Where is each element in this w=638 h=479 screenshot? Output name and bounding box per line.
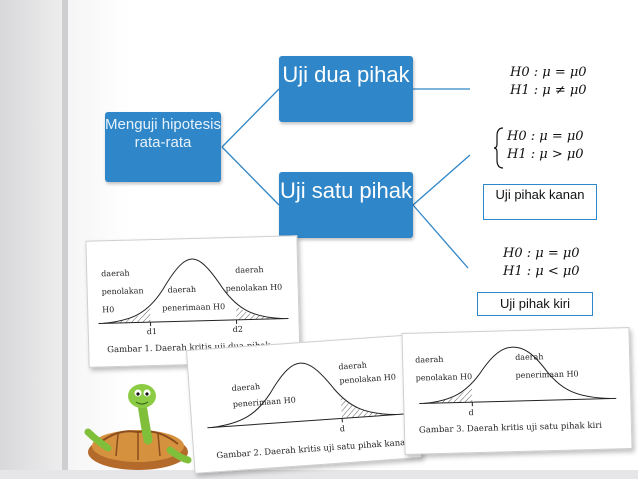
two-sided-label: Uji dua pihak [282, 62, 410, 87]
figure-right-sided-card: daerah penerimaan H0 daerah penolakan H0… [185, 334, 423, 474]
one-sided-box: Uji satu pihak [279, 172, 413, 238]
figure-left-sided-card: daerah penolakan H0 daerah penerimaan H0… [401, 327, 633, 455]
fig3-left-region: daerah [415, 354, 444, 365]
fig1-right-region: daerah [235, 265, 264, 275]
connector-one-to-left [412, 204, 469, 269]
hyp-right-h0: H0 : μ = μ0 [507, 129, 584, 144]
fig3-mid-region-2: penerimaan H0 [515, 369, 579, 381]
slide-left-edge [0, 0, 62, 479]
right-test-label: Uji pihak kanan [483, 184, 597, 220]
fig1-tick-1: d1 [146, 326, 158, 337]
fig1-mid-region-2: penerimaan H0 [162, 302, 226, 313]
slide-bottom-shade [0, 470, 638, 479]
left-test-label: Uji pihak kiri [477, 292, 593, 316]
slide-left-bar [62, 0, 68, 479]
connector-root-to-two [221, 88, 280, 148]
connector-one-to-right [412, 154, 471, 206]
curve-right-sided [207, 362, 404, 429]
hyp-two-h1: H1 : μ ≠ μ0 [510, 83, 587, 98]
hyp-right-sided: H0 : μ = μ0 H1 : μ > μ0 [507, 128, 584, 164]
turtle-icon [84, 384, 192, 470]
brace-icon [493, 127, 504, 169]
fig3-left-region-2: penolakan H0 [415, 372, 473, 383]
two-sided-box: Uji dua pihak [279, 56, 413, 122]
one-sided-label: Uji satu pihak [279, 178, 413, 203]
fig3-tick: d [468, 408, 474, 418]
figure-two-sided-card: daerah penolakan H0 daerah penerimaan H0… [85, 235, 301, 368]
left-rejection-area [424, 384, 473, 404]
hyp-left-h1: H1 : μ < μ0 [503, 264, 580, 279]
hyp-left-sided: H0 : μ = μ0 H1 : μ < μ0 [503, 245, 580, 281]
fig3-mid-region: daerah [515, 352, 544, 363]
curve-left-sided [419, 346, 617, 407]
fig1-left-region-2: penolakan [101, 286, 144, 297]
fig1-mid-region: daerah [167, 284, 197, 295]
fig1-right-region-2: penolakan H0 [225, 282, 283, 294]
fig1-tick-2: d2 [232, 324, 244, 334]
left-rejection-area [103, 308, 151, 324]
root-box: Menguji hipotesis rata-rata [105, 112, 221, 182]
hyp-left-h0: H0 : μ = μ0 [503, 246, 580, 261]
fig1-left-region-3: H0 [102, 305, 115, 315]
curve-two-sided [98, 258, 289, 327]
hyp-right-h1: H1 : μ > μ0 [507, 147, 584, 162]
hyp-two-sided: H0 : μ = μ0 H1 : μ ≠ μ0 [510, 64, 587, 100]
connector-root-to-one [221, 146, 280, 206]
fig2-tick: d [339, 424, 346, 434]
right-rejection-area [340, 396, 398, 419]
hyp-two-h0: H0 : μ = μ0 [510, 65, 587, 80]
root-label: Menguji hipotesis rata-rata [105, 116, 221, 151]
fig1-left-region: daerah [101, 268, 130, 279]
right-rejection-area [236, 305, 284, 320]
